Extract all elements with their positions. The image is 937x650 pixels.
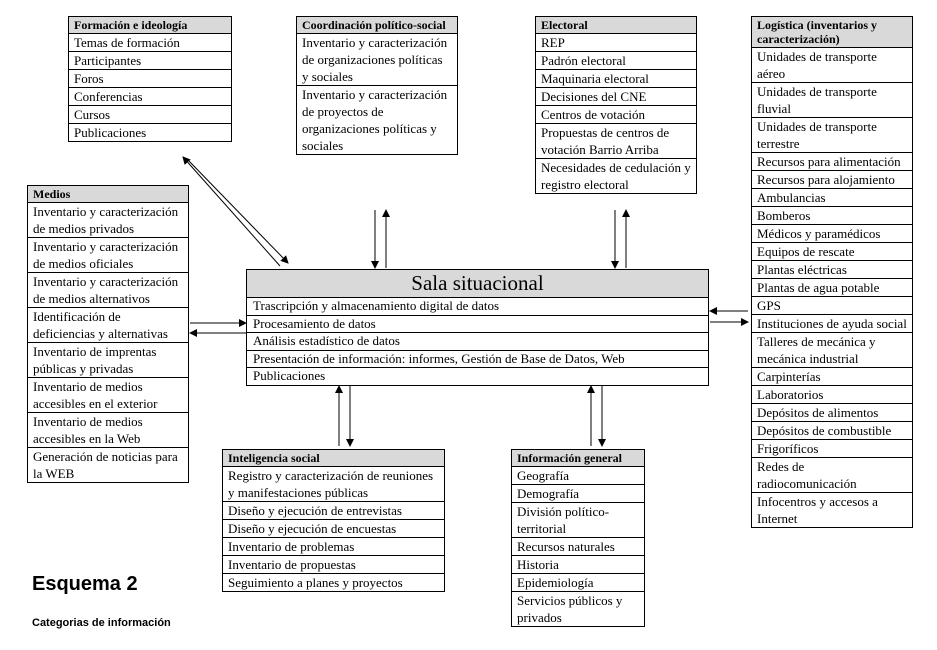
list-item: Inventario de problemas <box>223 538 444 556</box>
list-item: Laboratorios <box>752 386 912 404</box>
electoral-box: Electoral REP Padrón electoral Maquinari… <box>535 16 697 194</box>
list-item: Unidades de transporte fluvial <box>752 83 912 118</box>
list-item: Servicios públicos y privados <box>517 593 623 625</box>
logistica-title: Logística (inventarios y caracterización… <box>752 17 912 48</box>
list-item: Diseño y ejecución de entrevistas <box>223 502 444 520</box>
formacion-box: Formación e ideología Temas de formación… <box>68 16 232 142</box>
list-item: Carpinterías <box>752 368 912 386</box>
list-item: Plantas de agua potable <box>752 279 912 297</box>
list-item: Centros de votación <box>536 106 696 124</box>
list-item: Equipos de rescate <box>752 243 912 261</box>
list-item: Decisiones del CNE <box>536 88 696 106</box>
arrow-center-to-formacion <box>182 156 281 267</box>
list-item: GPS <box>752 297 912 315</box>
medios-title: Medios <box>28 186 188 203</box>
coordinacion-title: Coordinación político-social <box>297 17 457 34</box>
inteligencia-box: Inteligencia social Registro y caracteri… <box>222 449 445 592</box>
list-item: Infocentros y accesos a Internet <box>757 494 878 526</box>
list-item: Historia <box>512 556 644 574</box>
list-item: Unidades de transporte aéreo <box>752 48 912 83</box>
formacion-title: Formación e ideología <box>69 17 231 34</box>
list-item: Generación de noticias para la WEB <box>33 449 178 481</box>
informacion-title: Información general <box>512 450 644 467</box>
list-item: Inventario y caracterización de medios p… <box>28 203 188 238</box>
electoral-list: REP Padrón electoral Maquinaria electora… <box>536 34 696 193</box>
sala-situacional-list: Trascripción y almacenamiento digital de… <box>247 298 708 385</box>
sala-situacional-title: Sala situacional <box>247 270 708 298</box>
list-item: Frigoríficos <box>752 440 912 458</box>
list-item: Análisis estadístico de datos <box>247 333 708 351</box>
list-item: Registro y caracterización de reuniones … <box>223 467 444 502</box>
list-item: Bomberos <box>752 207 912 225</box>
list-item: REP <box>536 34 696 52</box>
list-item: Conferencias <box>69 88 231 106</box>
list-item: División político-territorial <box>512 503 644 538</box>
logistica-list: Unidades de transporte aéreo Unidades de… <box>752 48 912 527</box>
list-item: Padrón electoral <box>536 52 696 70</box>
list-item: Publicaciones <box>74 125 147 140</box>
list-item: Epidemiología <box>512 574 644 592</box>
electoral-title: Electoral <box>536 17 696 34</box>
list-item: Inventario y caracterización de medios o… <box>28 238 188 273</box>
list-item: Recursos naturales <box>512 538 644 556</box>
inteligencia-title: Inteligencia social <box>223 450 444 467</box>
list-item: Inventario de propuestas <box>223 556 444 574</box>
arrow-formacion-to-center <box>187 159 289 264</box>
list-item: Inventario y caracterización de organiza… <box>297 34 457 86</box>
list-item: Inventario de imprentas públicas y priva… <box>28 343 188 378</box>
diagram-title: Esquema 2 <box>32 573 138 595</box>
diagram-subtitle: Categorias de información <box>32 617 171 629</box>
list-item: Seguimiento a planes y proyectos <box>228 575 403 590</box>
list-item: Identificación de deficiencias y alterna… <box>28 308 188 343</box>
list-item: Redes de radiocomunicación <box>752 458 912 493</box>
list-item: Maquinaria electoral <box>536 70 696 88</box>
informacion-list: Geografía Demografía División político-t… <box>512 467 644 626</box>
list-item: Unidades de transporte terrestre <box>752 118 912 153</box>
list-item: Recursos para alimentación <box>752 153 912 171</box>
list-item: Instituciones de ayuda social <box>752 315 912 333</box>
coordinacion-box: Coordinación político-social Inventario … <box>296 16 458 155</box>
list-item: Cursos <box>69 106 231 124</box>
coordinacion-list: Inventario y caracterización de organiza… <box>297 34 457 154</box>
list-item: Participantes <box>69 52 231 70</box>
list-item: Presentación de información: informes, G… <box>247 351 708 368</box>
list-item: Plantas eléctricas <box>752 261 912 279</box>
list-item: Talleres de mecánica y mecánica industri… <box>752 333 912 368</box>
sala-situacional-box: Sala situacional Trascripción y almacena… <box>246 269 709 386</box>
list-item: Inventario de medios accesibles en el ex… <box>28 378 188 413</box>
list-item: Depósitos de combustible <box>752 422 912 440</box>
list-item: Ambulancias <box>752 189 912 207</box>
list-item: Propuestas de centros de votación Barrio… <box>536 124 696 159</box>
list-item: Geografía <box>512 467 644 485</box>
medios-list: Inventario y caracterización de medios p… <box>28 203 188 482</box>
list-item: Médicos y paramédicos <box>752 225 912 243</box>
list-item: Depósitos de alimentos <box>752 404 912 422</box>
inteligencia-list: Registro y caracterización de reuniones … <box>223 467 444 591</box>
medios-box: Medios Inventario y caracterización de m… <box>27 185 189 483</box>
list-item: Procesamiento de datos <box>247 316 708 333</box>
list-item: Recursos para alojamiento <box>752 171 912 189</box>
list-item: Inventario y caracterización de medios a… <box>28 273 188 308</box>
list-item: Inventario de medios accesibles en la We… <box>28 413 188 448</box>
list-item: Temas de formación <box>69 34 231 52</box>
list-item: Demografía <box>512 485 644 503</box>
list-item: Publicaciones <box>253 368 326 383</box>
list-item: Inventario y caracterización de proyecto… <box>302 87 448 153</box>
list-item: Necesidades de cedulación y registro ele… <box>541 160 691 192</box>
formacion-list: Temas de formación Participantes Foros C… <box>69 34 231 141</box>
logistica-box: Logística (inventarios y caracterización… <box>751 16 913 528</box>
list-item: Diseño y ejecución de encuestas <box>223 520 444 538</box>
informacion-box: Información general Geografía Demografía… <box>511 449 645 627</box>
list-item: Trascripción y almacenamiento digital de… <box>247 298 708 316</box>
list-item: Foros <box>69 70 231 88</box>
